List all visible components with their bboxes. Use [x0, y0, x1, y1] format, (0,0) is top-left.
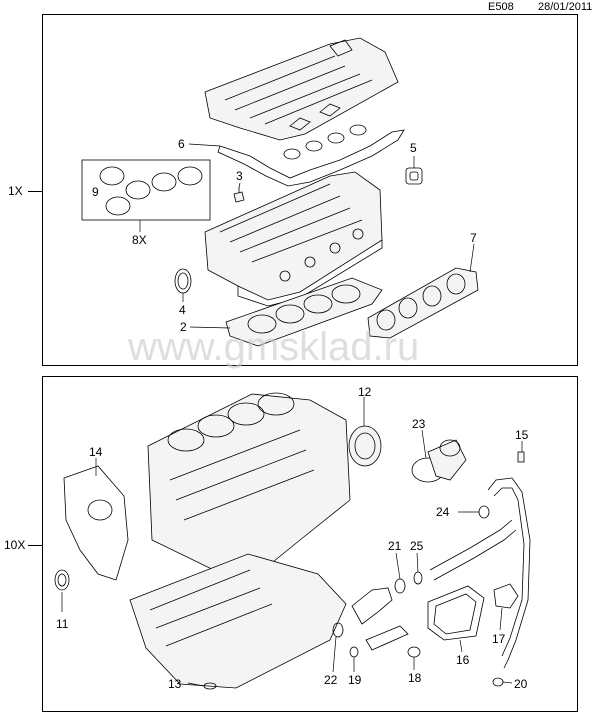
exhaust-manifold-gasket-drawing — [367, 267, 479, 339]
callout-4: 4 — [179, 303, 186, 317]
callout-12: 12 — [358, 385, 372, 399]
callout-13: 13 — [168, 677, 182, 691]
callout-17: 17 — [492, 632, 506, 646]
diagram-date: 28/01/2011 — [538, 1, 593, 13]
bottom-panel-quantity: 10X — [4, 538, 26, 552]
bottom-leaders — [61, 397, 523, 687]
top-panel-quantity: 1X — [8, 184, 23, 198]
bottom-quantity-leader — [28, 545, 42, 546]
watermark-text: www.gmsklad.ru — [127, 325, 419, 369]
o-ring-25-drawing — [413, 571, 423, 585]
o-ring-21-drawing — [394, 578, 406, 594]
callout-23: 23 — [412, 417, 426, 431]
top-leaders — [139, 143, 475, 329]
oil-filter-housing-drawing — [411, 439, 467, 483]
o-ring-18-drawing — [407, 646, 421, 658]
o-ring-22-drawing — [332, 622, 344, 638]
callout-15: 15 — [515, 428, 529, 442]
callout-8x: 8X — [132, 233, 147, 247]
valve-cover-drawing — [204, 37, 399, 141]
callout-5: 5 — [410, 141, 417, 155]
callout-3: 3 — [236, 169, 243, 183]
valve-stem-seal-box — [81, 159, 211, 221]
diagram-code: E508 — [488, 1, 514, 13]
callout-9: 9 — [92, 185, 99, 199]
callout-7: 7 — [470, 231, 477, 245]
engine-block-drawing — [147, 392, 351, 575]
callout-20: 20 — [514, 677, 528, 691]
callout-25: 25 — [410, 539, 424, 553]
callout-6: 6 — [178, 137, 185, 151]
seal-ring-4-drawing — [174, 268, 192, 294]
oil-cooler-pipe-drawing — [429, 519, 517, 581]
o-ring-24-drawing — [478, 505, 490, 519]
oil-pan-drawing — [129, 553, 347, 689]
head-gasket-drawing — [225, 277, 383, 347]
callout-16: 16 — [456, 653, 470, 667]
oil-dipstick-tube-drawing — [487, 477, 531, 669]
rear-seal-drawing — [348, 425, 382, 467]
valve-cover-gasket-drawing — [217, 124, 405, 187]
gasket-17-drawing — [493, 583, 519, 609]
front-cover-gasket-drawing — [63, 465, 129, 581]
callout-24: 24 — [436, 505, 450, 519]
coolant-pipe-drawing — [351, 587, 409, 651]
square-gasket-drawing — [405, 167, 423, 185]
small-plug-drawing — [233, 187, 245, 203]
seal-ring-11-drawing — [54, 569, 70, 591]
callout-18: 18 — [408, 671, 422, 685]
callout-2: 2 — [180, 320, 187, 334]
callout-19: 19 — [348, 673, 362, 687]
o-ring-20-drawing — [492, 677, 504, 687]
o-ring-19-drawing — [349, 646, 359, 658]
callout-22: 22 — [324, 673, 338, 687]
callout-14: 14 — [89, 445, 103, 459]
small-bolt-drawing — [517, 451, 525, 463]
callout-21: 21 — [388, 539, 402, 553]
top-quantity-leader — [28, 191, 42, 192]
oil-cooler-gasket-drawing — [427, 585, 485, 641]
callout-11: 11 — [56, 617, 69, 631]
